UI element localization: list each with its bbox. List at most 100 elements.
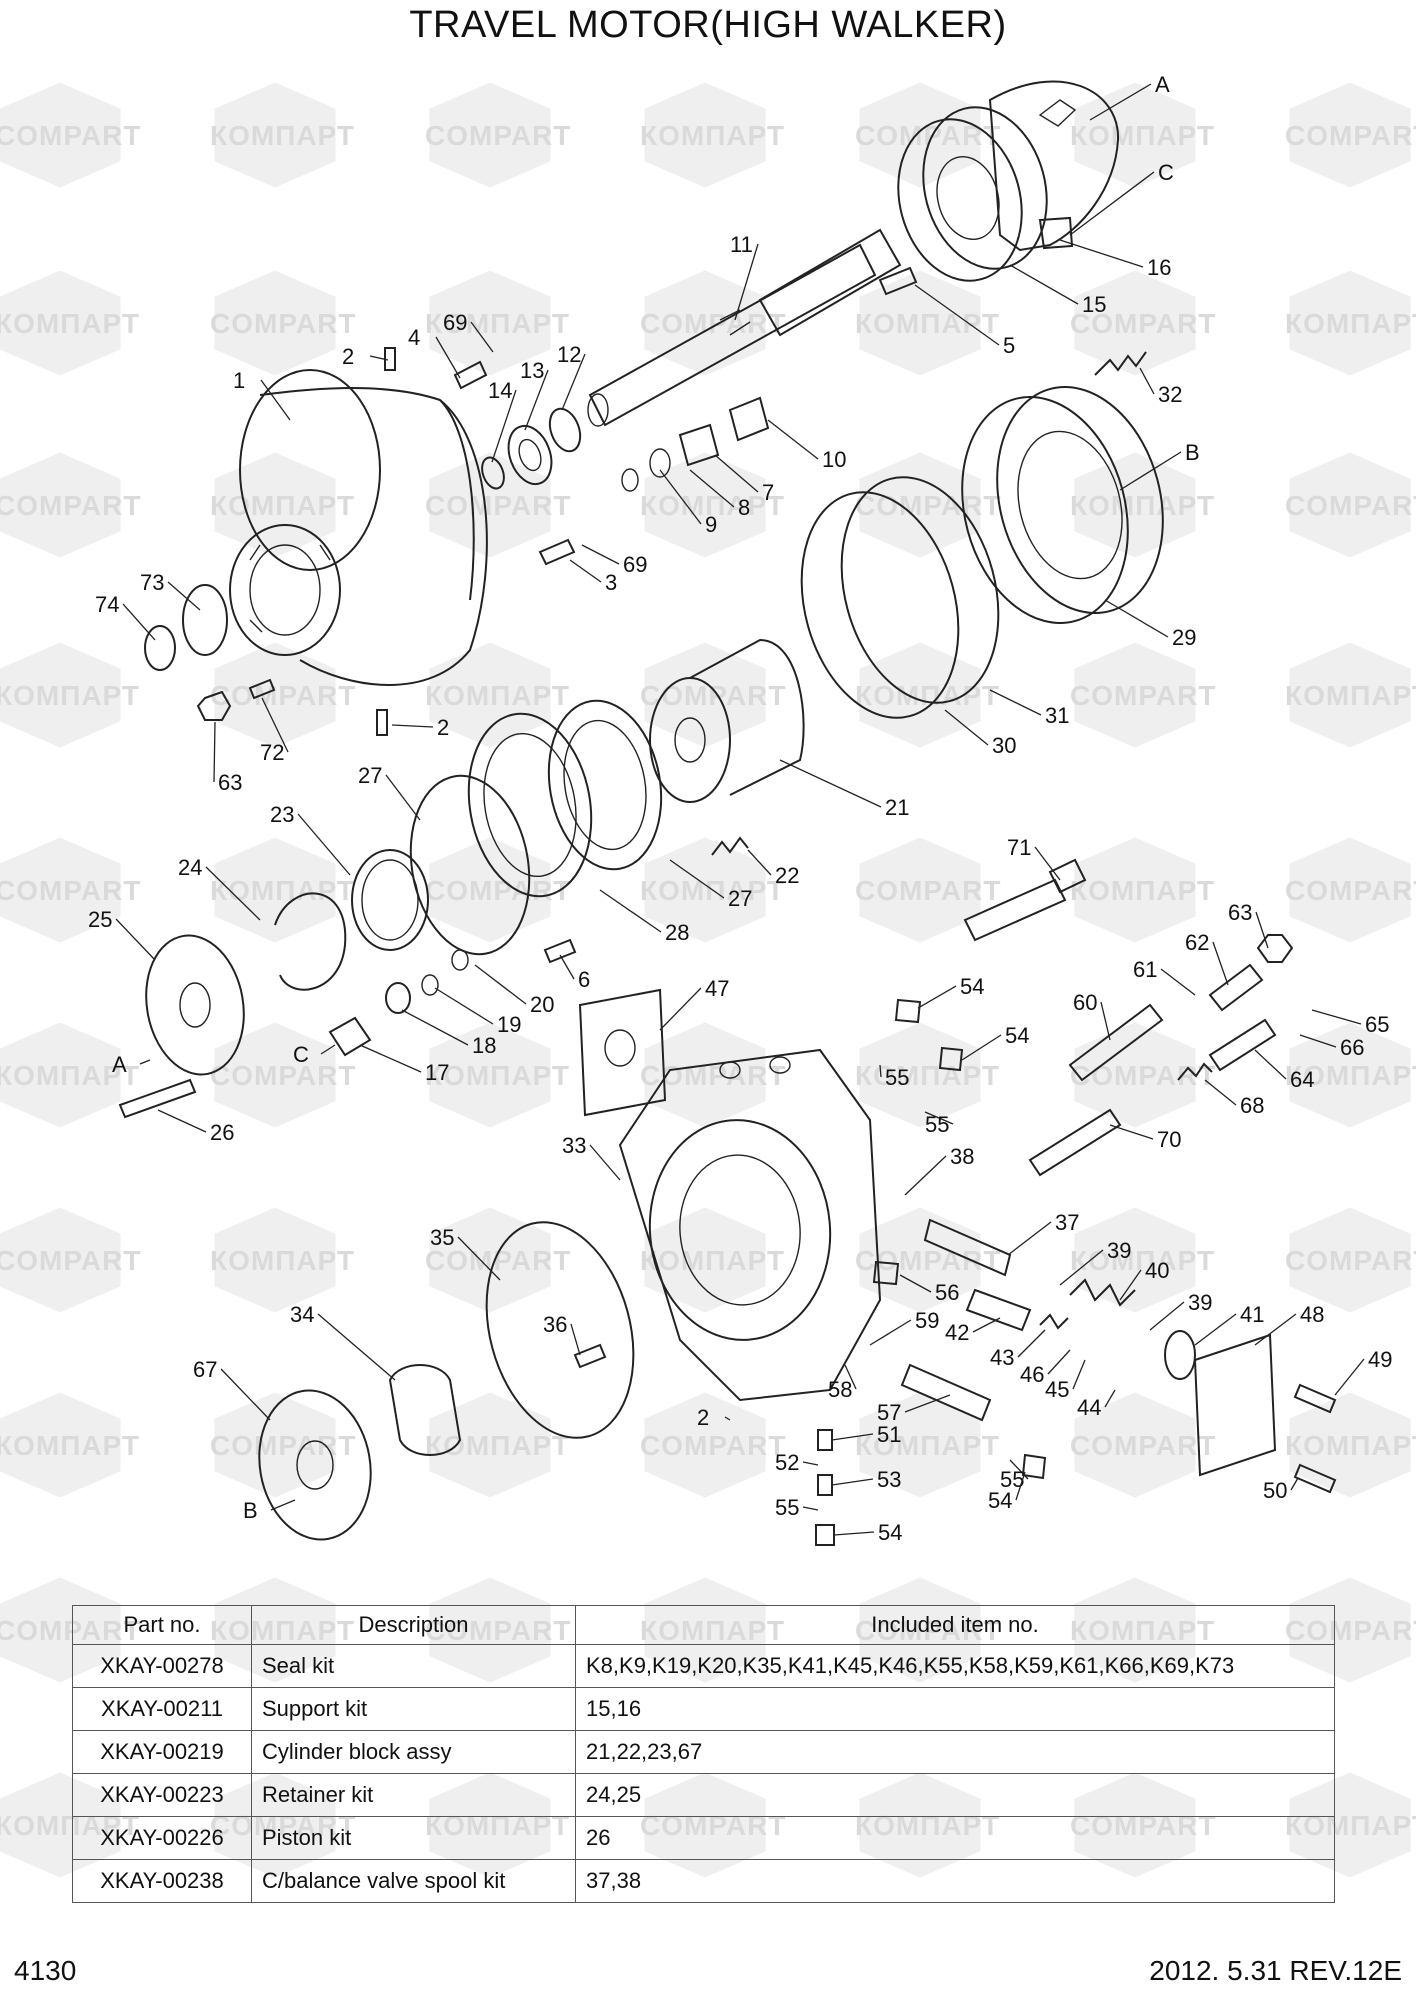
watermark-logo: [1074, 1022, 1196, 1128]
watermark-logo: [859, 837, 981, 943]
part-50-bolt: [1293, 1463, 1337, 1494]
part-56-fitting: [872, 1260, 900, 1286]
leader-line: [297, 813, 351, 876]
part-callout-label: 42: [945, 1320, 969, 1345]
leader-line: [261, 697, 289, 753]
leader-line: [435, 336, 461, 379]
leader-line: [391, 724, 434, 728]
part-callout-label: 65: [1365, 1012, 1389, 1037]
part-callout-label: 4: [408, 325, 420, 350]
watermark-text: КОМПАРТ: [0, 1060, 140, 1091]
part-47-cover: [578, 988, 667, 1117]
part-callout-label: 34: [290, 1302, 314, 1327]
leader-line: [1139, 367, 1155, 395]
part-54-fitting: [815, 1524, 835, 1546]
part-63-nut: [196, 690, 232, 721]
part-callout-label: C: [293, 1042, 309, 1067]
leader-line: [401, 1009, 469, 1046]
part-callout-label: 71: [1007, 835, 1031, 860]
watermark-text: КОМПАРТ: [1070, 1245, 1215, 1276]
part-callout-label: 39: [1107, 1238, 1131, 1263]
part-42-plug: [965, 1288, 1032, 1332]
part-13-bearing: [507, 424, 553, 486]
leader-line: [1311, 1009, 1362, 1025]
part-21-cylinder: [649, 638, 805, 803]
watermark-logo: [1289, 1207, 1411, 1313]
watermark-text: COMPART: [425, 120, 571, 151]
part-callout-label: B: [243, 1498, 258, 1523]
leader-line: [1009, 1459, 1029, 1480]
leader-line: [213, 721, 216, 783]
leader-line: [944, 709, 989, 746]
part-callout-label: 54: [878, 1520, 902, 1545]
watermark-text: COMPART: [0, 1245, 141, 1276]
watermark-text: COMPART: [425, 490, 571, 521]
watermark-text: COMPART: [0, 875, 141, 906]
leader-line: [369, 355, 389, 361]
part-callout-label: 54: [988, 1488, 1012, 1513]
leader-line: [1160, 968, 1196, 996]
part-no-cell: XKAY-00223: [72, 1773, 252, 1817]
leader-line: [139, 1059, 151, 1065]
part-callout-label: 12: [557, 342, 581, 367]
leader-line: [961, 1034, 1002, 1061]
leader-line: [569, 559, 602, 583]
part-callout-label: 37: [1055, 1210, 1079, 1235]
watermark-logo: [429, 1022, 551, 1128]
leader-line: [434, 987, 494, 1025]
page-number: 4130: [14, 1955, 77, 1986]
watermark-logo: [1289, 270, 1411, 376]
part-57-spool: [900, 1363, 992, 1422]
included-cell: 24,25: [575, 1773, 1335, 1817]
watermark-logo: [1074, 270, 1196, 376]
part-63-cap: [1256, 934, 1294, 963]
watermark-logo: [644, 82, 766, 188]
leader-line: [659, 987, 702, 1031]
table-row: XKAY-00219 Cylinder block assy 21,22,23,…: [72, 1730, 1335, 1774]
watermark-logo: [859, 1207, 981, 1313]
leader-line: [917, 985, 957, 1009]
watermark-logo: [429, 452, 551, 558]
part-6-pin: [543, 938, 577, 964]
leader-line: [157, 1109, 207, 1133]
part-callout-label: 9: [705, 512, 717, 537]
watermark-logo: [859, 642, 981, 748]
part-callout-label: 61: [1133, 957, 1157, 982]
watermark-text: COMPART: [640, 1430, 786, 1461]
part-callout-label: 1: [233, 368, 245, 393]
part-callout-label: 2: [437, 715, 449, 740]
part-37-spool: [923, 1218, 1012, 1277]
description-cell: Support kit: [251, 1687, 576, 1731]
part-callout-label: 45: [1045, 1377, 1069, 1402]
table-row: XKAY-00238 C/balance valve spool kit 37,…: [72, 1859, 1335, 1903]
part-callout-label: 57: [877, 1400, 901, 1425]
leader-line: [779, 759, 882, 808]
part-callout-label: 53: [877, 1467, 901, 1492]
part-1-housing: [229, 369, 488, 686]
part-callout-label: 60: [1073, 990, 1097, 1015]
part-callout-label: 36: [543, 1312, 567, 1337]
part-no-cell: XKAY-00226: [72, 1816, 252, 1860]
parts-kit-table: Part no. Description Included item no. X…: [72, 1605, 1335, 1903]
part-callout-label: 35: [430, 1225, 454, 1250]
watermark-text: КОМПАРТ: [1070, 120, 1215, 151]
leader-line: [1334, 1358, 1365, 1396]
part-callout-label: 62: [1185, 930, 1209, 955]
leader-line: [1194, 1313, 1237, 1346]
part-callout-label: 73: [140, 570, 164, 595]
part-callout-label: 39: [1188, 1290, 1212, 1315]
part-60-spool: [1068, 1003, 1164, 1082]
watermark-text: КОМПАРТ: [0, 308, 140, 339]
watermark-logo: [1289, 1392, 1411, 1498]
watermark-text: COMPART: [1070, 680, 1216, 711]
part-28-plate: [467, 712, 593, 898]
part-callout-label: 13: [520, 358, 544, 383]
part-51-fitting: [817, 1429, 833, 1451]
watermark-logo: [644, 1207, 766, 1313]
watermark-text: COMPART: [0, 120, 141, 151]
leader-line: [1069, 171, 1155, 236]
leader-line: [561, 353, 586, 411]
leader-line: [1204, 1079, 1237, 1106]
watermark-logo: [644, 1022, 766, 1128]
leader-line: [1034, 846, 1061, 881]
